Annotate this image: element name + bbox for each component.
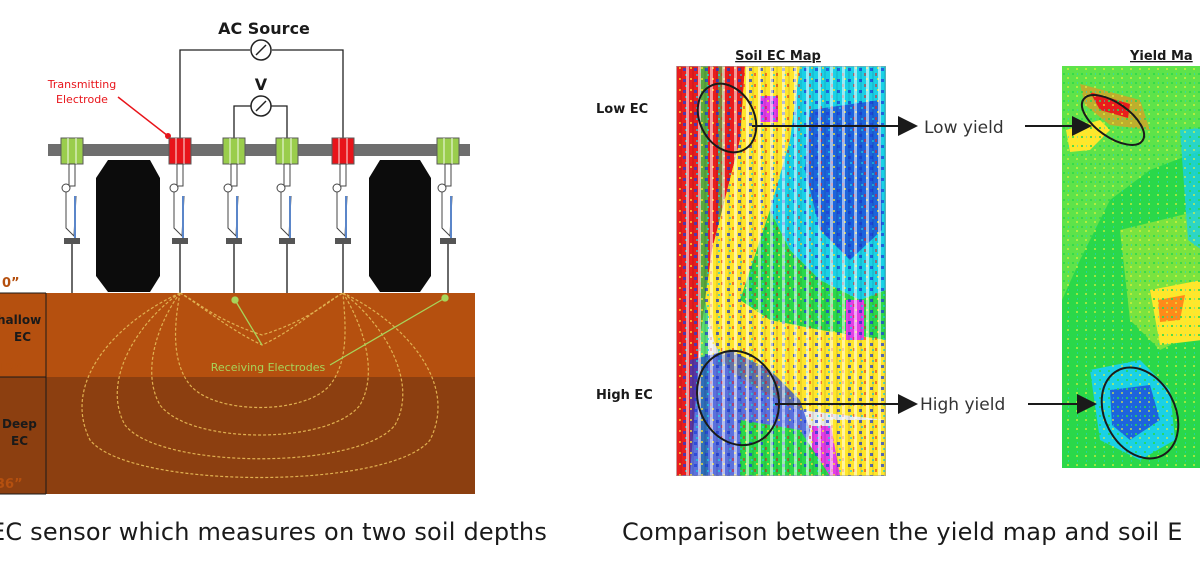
receiving-label: Receiving Electrodes — [211, 361, 326, 374]
receiving-electrode-6 — [436, 137, 460, 293]
transmitting-electrode-5 — [331, 137, 355, 293]
depth-label-0: 0” — [2, 276, 20, 291]
yield-map-title: Yield Ma — [1129, 49, 1193, 64]
wheel-left — [96, 160, 160, 292]
ac-source-label: AC Source — [218, 19, 310, 38]
ec-sensor-diagram: AC Source V Transmitting Electrode — [0, 19, 475, 495]
transmitting-label-line2: Electrode — [56, 93, 108, 106]
high-yield-label: High yield — [920, 395, 1005, 415]
deep-soil-layer — [0, 377, 475, 494]
soil-ec-map — [676, 66, 886, 476]
wheel-right — [369, 160, 431, 292]
voltmeter-icon — [250, 95, 272, 117]
low-ec-ellipse — [696, 82, 758, 154]
caption-comparison: Comparison between the yield map and soi… — [622, 518, 1183, 546]
low-yield-label: Low yield — [924, 118, 1004, 138]
low-ec-label: Low EC — [596, 102, 648, 117]
deep-label-line2: EC — [11, 434, 28, 448]
transmitting-electrode-2 — [168, 137, 192, 293]
deep-label-line1: Deep — [2, 417, 37, 431]
ec-yield-comparison: Soil EC Map Yield Ma Low EC High EC Low … — [596, 49, 1200, 476]
depth-label-12: 12” — [0, 362, 23, 377]
shallow-soil-layer — [0, 293, 475, 377]
high-ec-ellipse — [695, 349, 781, 447]
transmitting-pointer — [117, 96, 169, 137]
receiving-electrode-3 — [222, 137, 246, 293]
high-ec-label: High EC — [596, 388, 653, 403]
shallow-label-line1: hallow — [0, 313, 41, 327]
ac-source-meter-icon — [250, 39, 272, 61]
electrode-array — [60, 137, 460, 293]
receiving-electrode-4 — [275, 137, 299, 293]
soil-ec-map-title: Soil EC Map — [735, 49, 821, 64]
caption-ec-sensor: EC sensor which measures on two soil dep… — [0, 518, 548, 546]
low-yield-ellipse — [1080, 94, 1146, 146]
ac-source-circuit — [179, 49, 344, 138]
receiving-electrode-1 — [60, 137, 84, 293]
receiving-pointers — [231, 294, 449, 366]
depth-label-36: 36” — [0, 477, 23, 492]
voltmeter-label: V — [255, 75, 268, 94]
toolbar-beam — [48, 144, 470, 156]
comparison-arrows — [752, 116, 1097, 414]
shallow-label-line2: EC — [14, 330, 31, 344]
current-field-lines — [81, 292, 439, 479]
voltmeter-circuit — [233, 105, 288, 138]
high-yield-ellipse — [1100, 366, 1180, 460]
transmitting-label-line1: Transmitting — [47, 78, 116, 91]
